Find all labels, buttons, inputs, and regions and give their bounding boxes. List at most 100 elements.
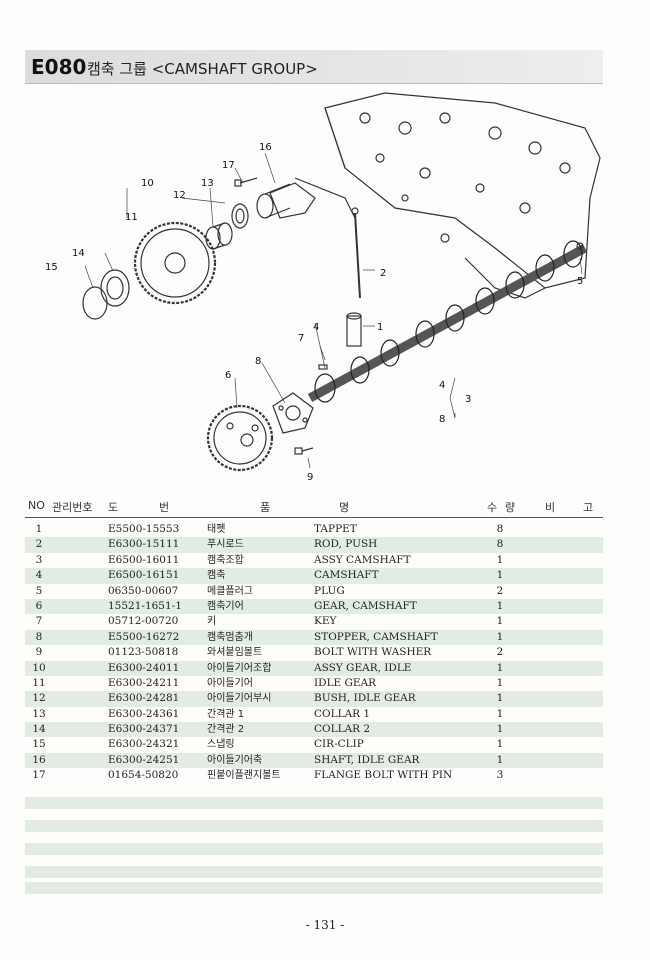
snap-ring [82, 286, 108, 320]
part-number: 01123-50818 [108, 646, 179, 659]
part-number: 06350-00607 [108, 584, 179, 597]
idle-gear [133, 221, 217, 305]
row-no: 5 [35, 584, 43, 597]
korean-name: 스냅링 [207, 739, 235, 751]
part-number: E6300-24371 [108, 723, 180, 736]
push-rod [354, 212, 361, 299]
quantity: 3 [496, 769, 504, 782]
callout-14: 14 [72, 248, 85, 259]
quantity: 1 [496, 630, 504, 643]
row-no: 8 [35, 630, 43, 643]
callout-group-4: 4 [439, 380, 445, 391]
english-name: PLUG [314, 584, 345, 597]
callout-12: 12 [173, 190, 186, 201]
korean-name: 아이들기어축 [207, 754, 263, 766]
callout-3: 3 [465, 394, 471, 405]
part-number: 01654-50820 [108, 769, 179, 782]
callout-13: 13 [201, 178, 214, 189]
table-row: 5 06350-00607 메클플러그 PLUG 2 [25, 584, 603, 599]
col-no: NO [28, 499, 45, 512]
row-no: 13 [32, 707, 46, 720]
korean-name: 태펫 [207, 524, 226, 535]
callout-6: 6 [225, 370, 231, 381]
col-bi: 비 [545, 501, 556, 514]
english-name: SHAFT, IDLE GEAR [314, 753, 420, 766]
row-no: 16 [32, 753, 46, 766]
callout-group-8: 8 [439, 414, 445, 425]
korean-name: 와셔붙임볼트 [207, 647, 263, 659]
korean-name: 캠축 [207, 570, 226, 582]
callout-9: 9 [307, 472, 313, 483]
callout-1: 1 [377, 322, 383, 333]
korean-name: 캠축조합 [207, 554, 244, 566]
quantity: 1 [496, 661, 504, 674]
col-su: 수 [487, 501, 498, 514]
part-number: E5500-16272 [108, 630, 180, 643]
korean-name: 간격관 2 [207, 724, 245, 736]
callout-11: 11 [125, 212, 138, 223]
quantity: 2 [496, 584, 504, 597]
idle-gear-shaft [269, 182, 316, 219]
header-divider [25, 517, 603, 518]
callout-2: 2 [380, 268, 386, 279]
callout-15: 15 [45, 262, 58, 273]
korean-name: 메클플러그 [207, 585, 253, 597]
row-no: 17 [32, 769, 46, 782]
quantity: 1 [496, 738, 504, 751]
row-no: 9 [35, 646, 43, 659]
english-name: IDLE GEAR [314, 676, 377, 689]
section-code: E080 [31, 55, 87, 79]
part-number: E6300-24321 [108, 738, 180, 751]
part-number: E6500-16151 [108, 569, 180, 582]
english-name: KEY [314, 615, 337, 628]
korean-name: 푸시로드 [207, 539, 244, 551]
row-no: 10 [32, 661, 46, 674]
quantity: 1 [496, 599, 504, 612]
col-beon: 번 [159, 501, 170, 514]
part-number: E6500-16011 [108, 553, 180, 566]
callout-16: 16 [259, 142, 272, 153]
col-go: 고 [583, 501, 594, 514]
part-number: E6300-15111 [108, 538, 180, 551]
row-no: 6 [35, 599, 43, 612]
part-number: E6300-24211 [108, 676, 180, 689]
row-no: 2 [35, 538, 43, 551]
row-no: 7 [35, 615, 43, 628]
part-number: E5500-15553 [108, 523, 180, 535]
english-name: BOLT WITH WASHER [314, 646, 432, 659]
callout-4: 4 [313, 322, 319, 333]
row-no: 1 [35, 523, 43, 535]
callout-10: 10 [141, 178, 154, 189]
english-name: COLLAR 1 [314, 707, 371, 720]
english-name: CAMSHAFT [314, 569, 379, 582]
part-number: 15521-1651-1 [108, 599, 182, 612]
quantity: 1 [496, 676, 504, 689]
row-no: 11 [32, 676, 46, 689]
filler-band [25, 843, 603, 855]
part-number: E6300-24281 [108, 692, 180, 705]
quantity: 1 [496, 553, 504, 566]
filler-band [25, 820, 603, 832]
korean-name: 캠축멈춤개 [207, 631, 253, 643]
english-name: BUSH, IDLE GEAR [314, 692, 416, 705]
english-name: CIR-CLIP [314, 738, 364, 751]
camshaft-gear [206, 404, 274, 472]
exploded-parts-diagram: 1 2 3 4 5 6 7 8 9 10 11 12 13 14 15 16 1… [45, 92, 601, 483]
korean-name: 아이들기어조합 [207, 662, 272, 674]
quantity: 1 [496, 723, 504, 736]
part-number: E6300-24251 [108, 753, 180, 766]
table-row: 10 E6300-24011 아이들기어조합 ASSY GEAR, IDLE 1 [25, 660, 603, 676]
english-name: ASSY GEAR, IDLE [314, 661, 412, 674]
section-title: 캠축 그룹 <CAMSHAFT GROUP> [87, 60, 318, 78]
part-number: E6300-24011 [108, 661, 180, 674]
page-number: - 131 - [305, 918, 345, 932]
english-name: FLANGE BOLT WITH PIN [314, 769, 453, 782]
